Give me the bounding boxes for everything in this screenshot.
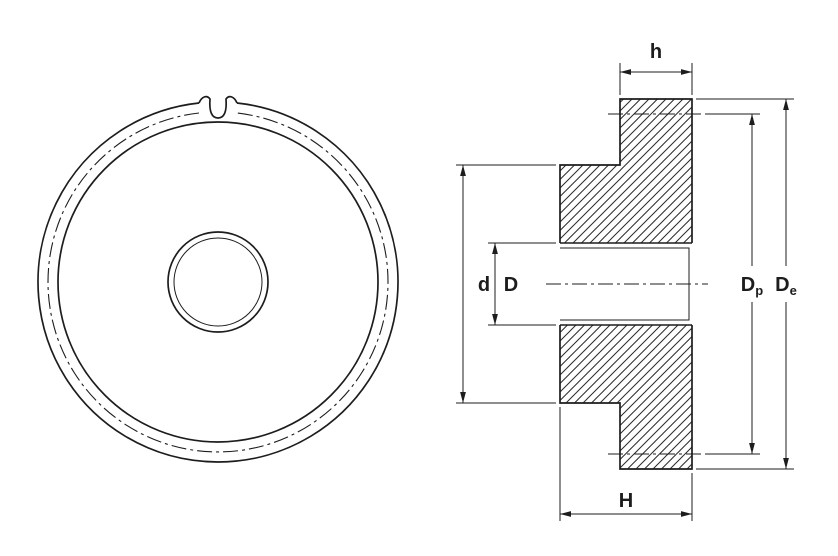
bore-circle-outer bbox=[167, 231, 269, 333]
Dp-label: Dp bbox=[741, 274, 763, 298]
De-extension-lines bbox=[696, 98, 794, 470]
hatch-area-upper bbox=[560, 99, 692, 243]
d-label: d bbox=[478, 274, 490, 296]
D-label: D bbox=[504, 274, 518, 296]
dimension-d: d bbox=[456, 164, 556, 404]
gear-cross-section bbox=[546, 98, 708, 470]
D-extension-lines bbox=[488, 242, 556, 326]
gear-front-view bbox=[37, 95, 399, 463]
outer-tip-circle bbox=[37, 102, 399, 463]
section-outline-upper bbox=[559, 98, 693, 243]
dimension-De: De bbox=[696, 98, 797, 470]
section-outline-lower bbox=[559, 325, 693, 470]
dimension-H: H bbox=[559, 407, 693, 521]
h-label: h bbox=[650, 41, 662, 63]
keyway-notch bbox=[198, 95, 238, 119]
d-extension-lines bbox=[456, 164, 556, 404]
dimension-D: D bbox=[488, 242, 556, 326]
hatch-area-lower bbox=[560, 325, 692, 469]
dimension-h: h bbox=[619, 41, 693, 95]
root-circle bbox=[57, 121, 379, 443]
pitch-circle bbox=[47, 112, 389, 453]
De-label: De bbox=[775, 274, 797, 298]
H-extension-lines bbox=[559, 407, 693, 521]
H-label: H bbox=[619, 490, 633, 512]
dimension-Dp: Dp bbox=[706, 113, 763, 455]
dimensions: h d D Dp De bbox=[456, 41, 797, 521]
bore-circle-inner bbox=[173, 237, 263, 327]
h-extension-lines bbox=[619, 63, 693, 95]
